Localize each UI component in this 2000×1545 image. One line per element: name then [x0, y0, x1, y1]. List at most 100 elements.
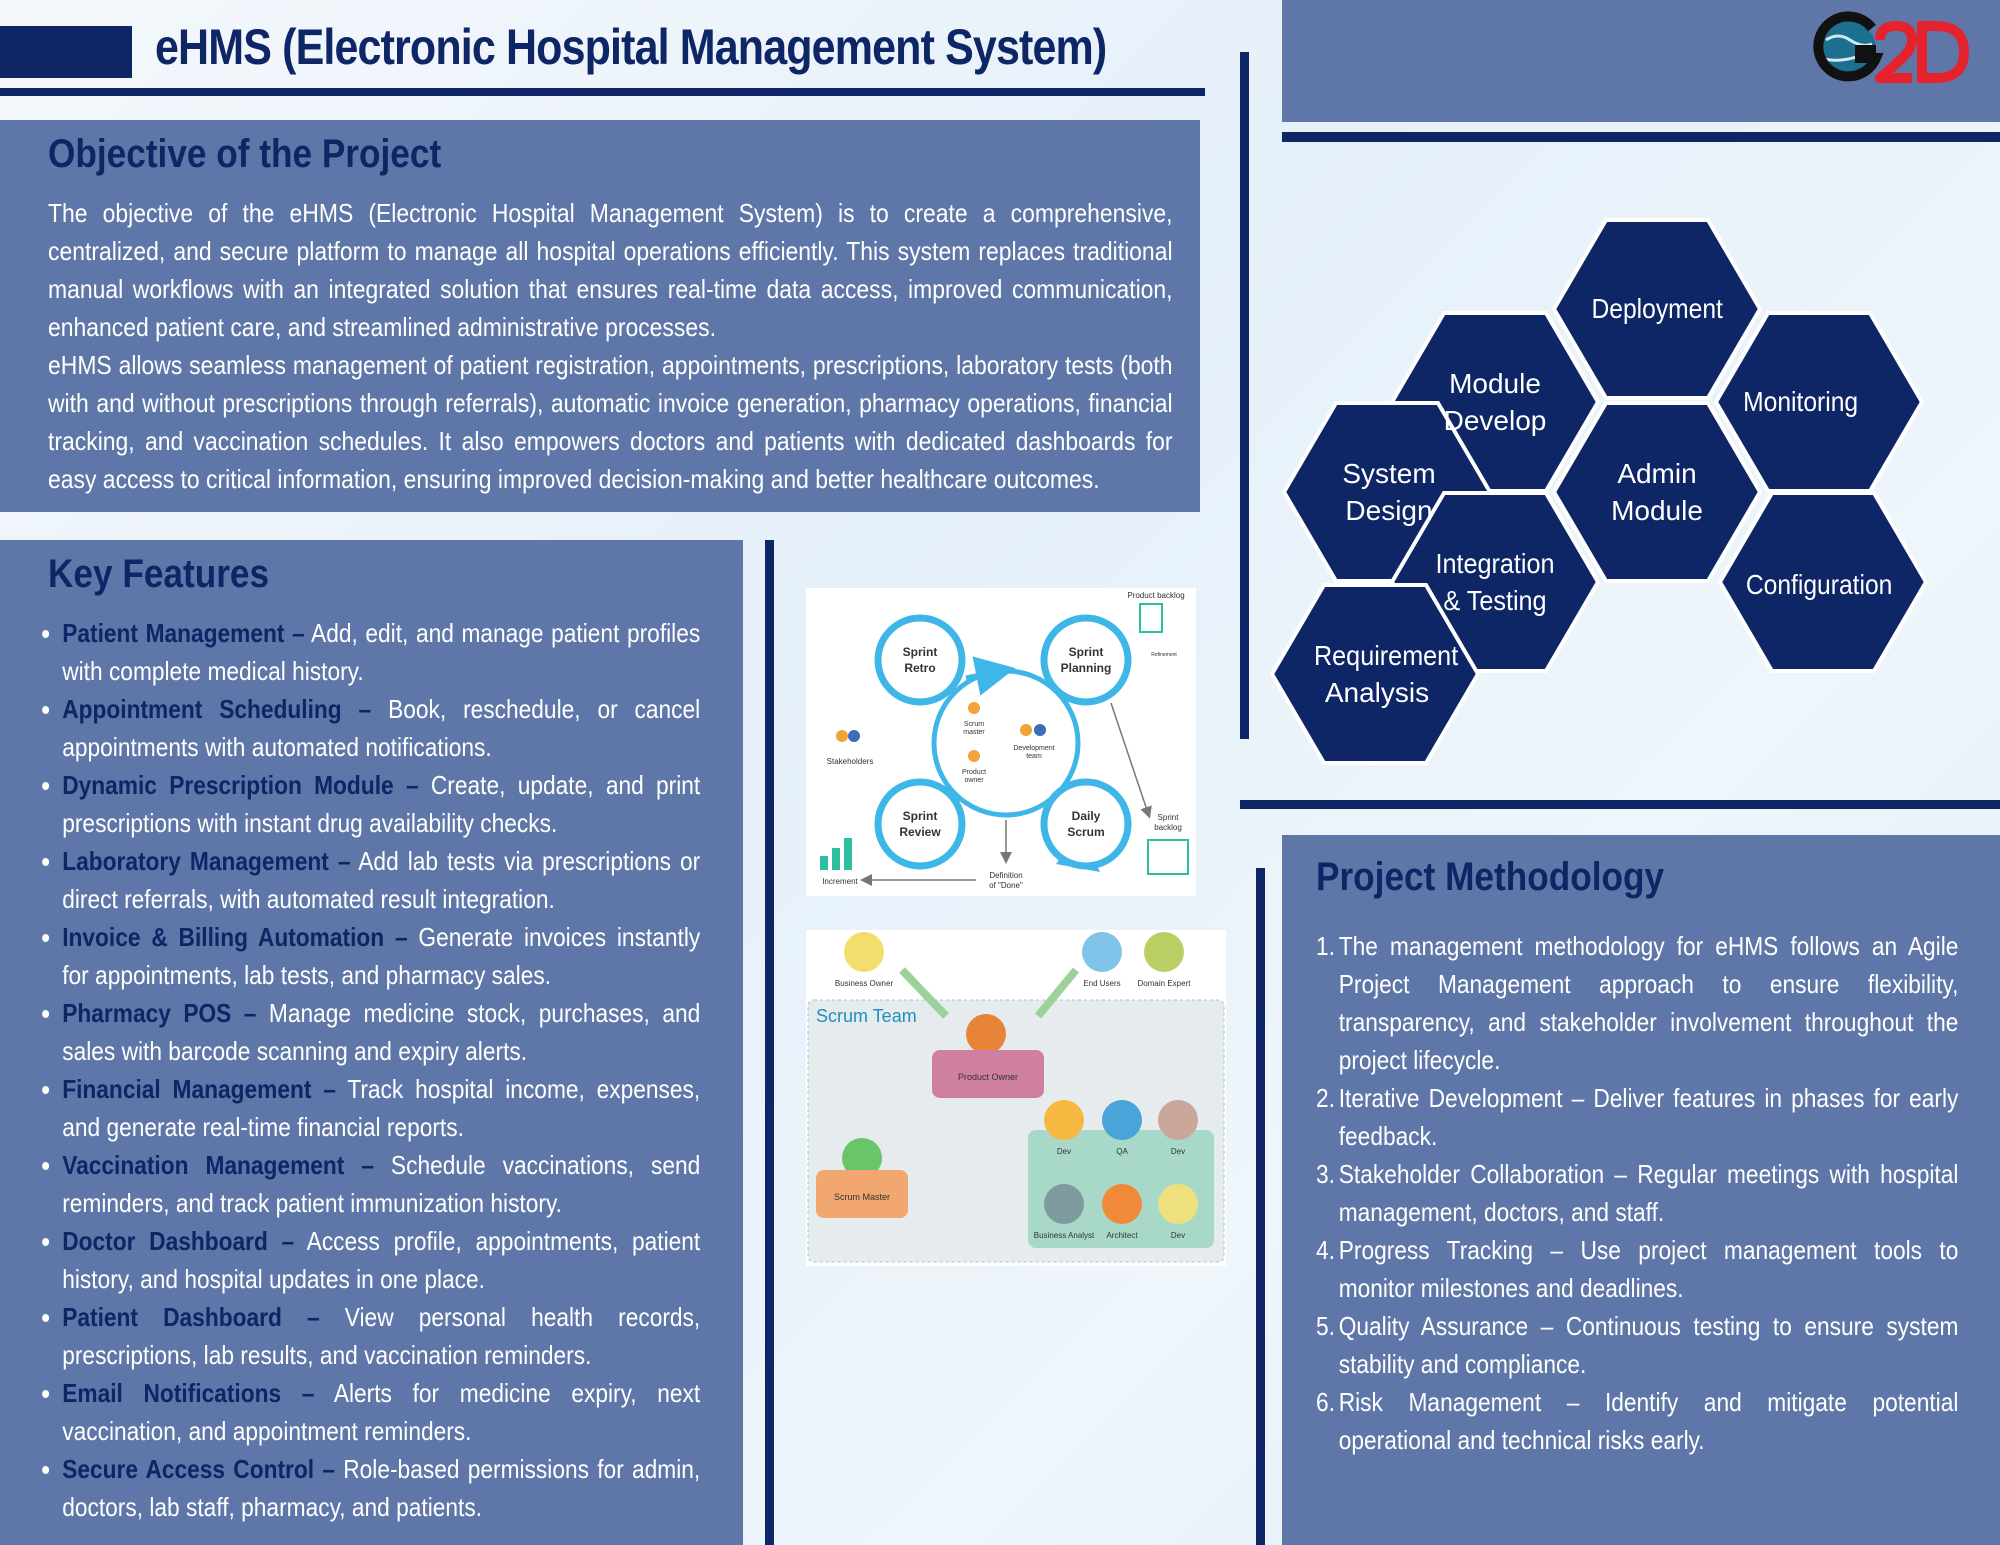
feature-desc: Role-based permissions for admin, doctor…	[62, 1454, 701, 1522]
development-team-label: team	[1026, 753, 1042, 760]
feature-name: Appointment Scheduling –	[62, 694, 372, 724]
methodology-heading: Project Methodology	[1316, 855, 1665, 899]
hex-label: Module	[1449, 368, 1541, 399]
end-users-label: End Users	[1083, 979, 1120, 988]
product-owner-avatar	[966, 1014, 1006, 1054]
methodology-item: 5.Quality Assurance – Continuous testing…	[1316, 1307, 1958, 1383]
scrum-team-title: Scrum Team	[816, 1006, 917, 1026]
feature-item: Appointment Scheduling – Book, reschedul…	[62, 690, 700, 766]
increment-bars-icon	[820, 838, 852, 870]
feature-desc: Add lab tests via prescriptions or direc…	[62, 846, 701, 914]
objective-body: The objective of the eHMS (Electronic Ho…	[48, 194, 1173, 498]
business-owner-avatar	[844, 932, 884, 972]
sprint-backlog-label: Sprint	[1158, 813, 1180, 822]
scrum-master-label: Scrum Master	[834, 1192, 890, 1202]
feature-desc: Create, update, and print prescriptions …	[62, 770, 701, 838]
definition-done-label: Definition	[989, 871, 1022, 880]
feature-item: Financial Management – Track hospital in…	[62, 1070, 700, 1146]
top-right-rule	[1282, 132, 2000, 142]
sprint-backlog-label: backlog	[1154, 823, 1182, 832]
increment-label: Increment	[822, 877, 858, 886]
hex-label: Configuration	[1746, 569, 1892, 601]
domain-expert-avatar	[1144, 932, 1184, 972]
team-icon	[1034, 724, 1046, 736]
feature-name: Patient Dashboard –	[62, 1302, 320, 1332]
title-accent-bar	[0, 26, 132, 78]
hex-label: System	[1342, 458, 1435, 489]
hex-label: Admin	[1617, 458, 1696, 489]
top-right-panel	[1282, 0, 2000, 122]
feature-item: Doctor Dashboard – Access profile, appoi…	[62, 1222, 700, 1298]
daily-scrum-label: Daily	[1072, 809, 1101, 823]
team-icon	[1020, 724, 1032, 736]
item-number: 6.	[1316, 1387, 1335, 1417]
dev-label: Dev	[1171, 1147, 1185, 1156]
dev-label: Dev	[1171, 1231, 1185, 1240]
g2d-logo	[1813, 11, 1970, 83]
sprint-review-node	[874, 778, 966, 870]
hex-label: & Testing	[1443, 585, 1546, 617]
methodology-list: 1.The management methodology for eHMS fo…	[1316, 927, 1958, 1459]
page-title: eHMS (Electronic Hospital Management Sys…	[155, 19, 1107, 75]
sprint-review-label: Sprint	[903, 809, 938, 823]
business-analyst-avatar	[1044, 1184, 1084, 1224]
hex-label: Module	[1611, 495, 1703, 526]
sprint-review-label: Review	[899, 825, 941, 839]
scrum-master-label: master	[963, 729, 985, 736]
scrum-master-avatar	[842, 1138, 882, 1178]
item-text: Progress Tracking – Use project manageme…	[1338, 1235, 1959, 1303]
product-owner-label: owner	[964, 777, 984, 784]
feature-desc: View personal health records, prescripti…	[62, 1302, 701, 1370]
stakeholders-icon	[848, 730, 860, 742]
feature-desc: Schedule vaccinations, send reminders, a…	[62, 1150, 701, 1218]
item-number: 2.	[1316, 1083, 1335, 1113]
backlog-icon	[1139, 603, 1163, 633]
feature-item: Invoice & Billing Automation – Generate …	[62, 918, 700, 994]
person-icon	[968, 702, 980, 714]
feature-item: Laboratory Management – Add lab tests vi…	[62, 842, 700, 918]
feature-item: Dynamic Prescription Module – Create, up…	[62, 766, 700, 842]
feature-item: Patient Management – Add, edit, and mana…	[62, 614, 700, 690]
item-number: 4.	[1316, 1235, 1335, 1265]
feature-name: Secure Access Control –	[62, 1454, 335, 1484]
horizontal-divider	[1240, 800, 2000, 809]
feature-desc: Generate invoices instantly for appointm…	[62, 922, 701, 990]
item-text: Quality Assurance – Continuous testing t…	[1338, 1311, 1959, 1379]
product-owner-label: Product Owner	[958, 1072, 1018, 1082]
methodology-item: 2.Iterative Development – Deliver featur…	[1316, 1079, 1958, 1155]
end-users-avatar	[1082, 932, 1122, 972]
item-text: The management methodology for eHMS foll…	[1338, 931, 1959, 1075]
item-text: Iterative Development – Deliver features…	[1338, 1083, 1959, 1151]
hex-label: Integration	[1435, 548, 1554, 580]
dev-label: Dev	[1057, 1147, 1071, 1156]
methodology-item: 6.Risk Management – Identify and mitigat…	[1316, 1383, 1958, 1459]
feature-item: Secure Access Control – Role-based permi…	[62, 1450, 700, 1526]
objective-heading: Objective of the Project	[48, 132, 442, 176]
scrum-master-box	[816, 1170, 908, 1218]
business-owner-label: Business Owner	[835, 979, 894, 988]
item-text: Risk Management – Identify and mitigate …	[1338, 1387, 1959, 1455]
project-methodology-section: Project Methodology 1.The management met…	[1282, 835, 2000, 1545]
hex-label: Analysis	[1325, 677, 1429, 708]
feature-name: Invoice & Billing Automation –	[62, 922, 408, 952]
sprint-retro-label: Sprint	[903, 645, 938, 659]
qa-avatar	[1102, 1100, 1142, 1140]
hex-label: Design	[1345, 495, 1432, 526]
vertical-divider	[1240, 52, 1249, 739]
sprint-planning-label: Sprint	[1069, 645, 1104, 659]
feature-name: Pharmacy POS –	[62, 998, 257, 1028]
key-features-heading: Key Features	[48, 552, 270, 596]
sprint-backlog-icon	[1147, 839, 1189, 875]
title-underline	[0, 88, 1205, 96]
architect-avatar	[1102, 1184, 1142, 1224]
feature-name: Email Notifications –	[62, 1378, 315, 1408]
scrum-team-diagram: Scrum Team Business Owner End Users Doma…	[806, 930, 1226, 1266]
stakeholders-icon	[836, 730, 848, 742]
item-text: Stakeholder Collaboration – Regular meet…	[1338, 1159, 1959, 1227]
feature-item: Vaccination Management – Schedule vaccin…	[62, 1146, 700, 1222]
methodology-item: 3.Stakeholder Collaboration – Regular me…	[1316, 1155, 1958, 1231]
lifecycle-hexagon-diagram: Deployment Module Develop Monitoring Sys…	[1270, 218, 1929, 765]
key-features-section: Key Features Patient Management – Add, e…	[0, 540, 743, 1545]
feature-name: Financial Management –	[62, 1074, 336, 1104]
feature-desc: Access profile, appointments, patient hi…	[62, 1226, 701, 1294]
